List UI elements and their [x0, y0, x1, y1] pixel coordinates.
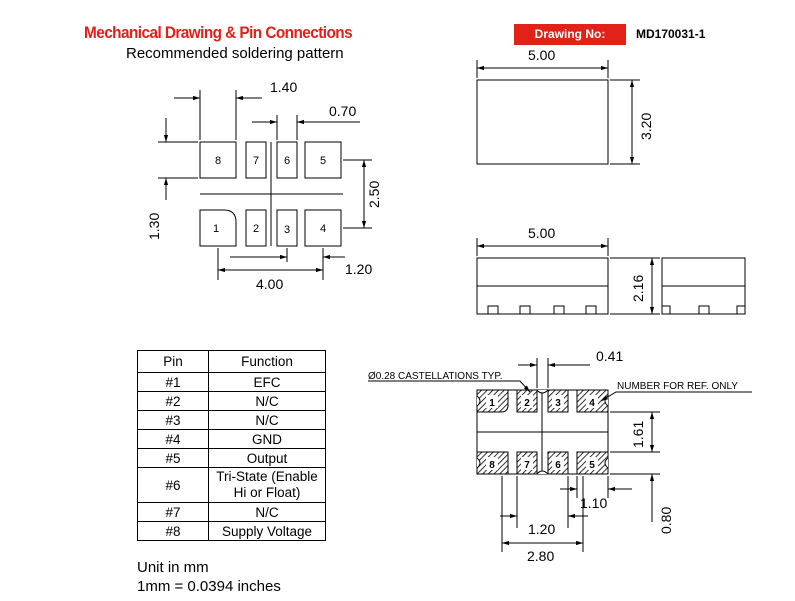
pin-cell: #1	[137, 372, 209, 392]
dimension-label: 0.70	[329, 103, 356, 119]
pad-label: 6	[284, 155, 290, 167]
function-line: Hi or Float)	[233, 485, 301, 500]
solder-pad-3	[276, 209, 298, 247]
pin-label: 1	[489, 398, 495, 409]
pin-label: 6	[555, 460, 561, 471]
castellation-note: Ø0.28 CASTELLATIONS TYP.	[368, 371, 503, 382]
top-view-outline	[476, 79, 609, 165]
solder-pad-2	[245, 209, 267, 247]
pad-label: 1	[213, 223, 219, 235]
pin-cell: #2	[137, 391, 209, 411]
pin-cell: #4	[137, 429, 209, 449]
function-cell: EFC	[208, 372, 326, 392]
table-row: #6 Tri-State (Enable Hi or Float)	[137, 467, 326, 503]
solder-pattern	[158, 90, 372, 280]
pin-cell: #5	[137, 448, 209, 468]
solder-pad-labels: 8 7 6 5 1 2 3 4	[213, 155, 326, 236]
pin-label: 5	[589, 460, 595, 471]
solder-pad-6	[276, 141, 298, 179]
pad-label: 4	[320, 223, 326, 235]
dimension-label: 0.41	[596, 348, 623, 364]
pad-label: 8	[215, 155, 221, 167]
solder-pad-4	[304, 209, 342, 247]
pad-label: 5	[320, 155, 326, 167]
pin-cell: #3	[137, 410, 209, 430]
dimension-label: 0.80	[658, 507, 674, 534]
pad-label: 2	[253, 223, 259, 235]
solder-pad-1	[199, 209, 237, 247]
function-cell: N/C	[208, 410, 326, 430]
pad-label: 3	[284, 224, 290, 236]
dimension-label: 2.50	[366, 181, 382, 208]
pin-label: 3	[555, 398, 561, 409]
pin-label: 2	[524, 398, 530, 409]
dimension-label: 1.20	[528, 521, 555, 537]
drawing-title: Mechanical Drawing & Pin Connections	[84, 24, 353, 42]
pin-column-header: Pin	[137, 350, 209, 373]
dimension-label: 1.61	[630, 421, 646, 448]
units-conversion-line: 1mm = 0.0394 inches	[137, 578, 281, 595]
bottom-view-dimensions	[368, 358, 752, 552]
dimension-label: 2.80	[527, 548, 554, 564]
dimension-label: 1.10	[580, 495, 607, 511]
pin-cell: #6	[137, 467, 209, 503]
top-view	[476, 60, 640, 165]
pin-label: 7	[524, 460, 530, 471]
dimension-label: 4.00	[256, 276, 283, 292]
units-line: Unit in mm	[137, 559, 209, 576]
function-cell: N/C	[208, 502, 326, 522]
drawing-subtitle: Recommended soldering pattern	[126, 45, 344, 62]
solder-pad-5	[304, 141, 342, 179]
dimension-label: 1.30	[146, 213, 162, 240]
function-cell: GND	[208, 429, 326, 449]
side-view-height-label: 2.16	[630, 275, 646, 302]
reference-note: NUMBER FOR REF. ONLY	[617, 381, 738, 392]
pad-label: 7	[253, 155, 259, 167]
solder-pattern-dimensions: 1.40 0.70 2.50 1.30 4.00 1.20	[146, 79, 382, 292]
function-cell: Supply Voltage	[208, 521, 326, 541]
function-cell: Tri-State (Enable Hi or Float)	[208, 467, 326, 503]
units-note: Unit in mm 1mm = 0.0394 inches	[137, 558, 281, 596]
drawing-number-value: MD170031-1	[636, 27, 706, 41]
pin-cell: #8	[137, 521, 209, 541]
pin-cell: #7	[137, 502, 209, 522]
table-header-row: Pin Function	[137, 350, 326, 373]
function-line: Tri-State (Enable	[216, 469, 318, 484]
function-column-header: Function	[208, 350, 326, 373]
bottom-pin-labels: 1 2 3 4 8 7 6 5	[486, 395, 598, 471]
solder-pad-7	[245, 141, 267, 179]
function-cell: Output	[208, 448, 326, 468]
pin-label: 8	[489, 460, 495, 471]
dimension-label: 1.20	[345, 261, 372, 277]
side-view-width-label: 5.00	[528, 225, 555, 241]
drawing-number-label: Drawing No:	[514, 24, 626, 45]
bottom-view-dimension-labels: 0.41 1.61 1.10 1.20 0.80 2.80	[527, 348, 674, 564]
dimension-label: 1.40	[270, 79, 297, 95]
solder-pad-8	[199, 141, 237, 179]
pin-label: 4	[589, 398, 595, 409]
top-view-width-label: 5.00	[528, 47, 555, 63]
top-view-height-label: 3.20	[638, 113, 654, 140]
function-cell: N/C	[208, 391, 326, 411]
side-view	[476, 238, 746, 315]
